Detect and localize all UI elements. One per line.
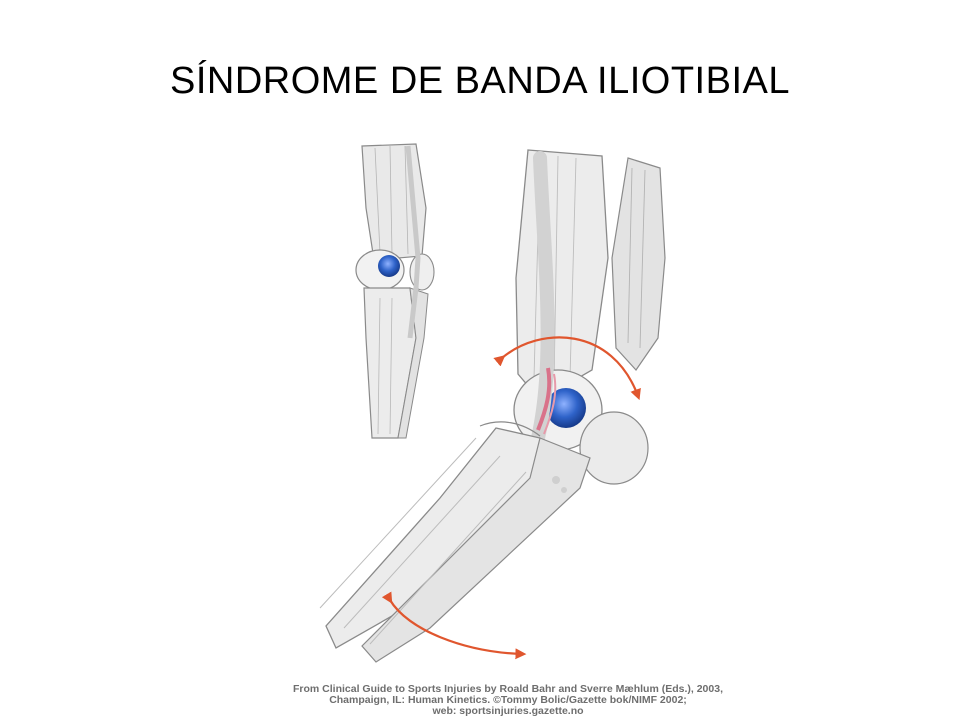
flexion-arrow-upper: [493, 336, 641, 401]
image-credit: From Clinical Guide to Sports Injuries b…: [238, 684, 778, 717]
knee-anatomy-illustration: [319, 143, 666, 663]
slide-title: SÍNDROME DE BANDA ILIOTIBIAL: [169, 60, 791, 102]
credit-line-1: From Clinical Guide to Sports Injuries b…: [292, 683, 723, 695]
flexion-arrow-lower: [381, 591, 527, 660]
credit-line-2: Champaign, IL: Human Kinetics. ©Tommy Bo…: [329, 694, 687, 706]
small-extended-leg: [355, 143, 435, 439]
credit-line-3: web: sportsinjuries.gazette.no: [432, 705, 584, 717]
small-joint-blue: [378, 255, 400, 277]
